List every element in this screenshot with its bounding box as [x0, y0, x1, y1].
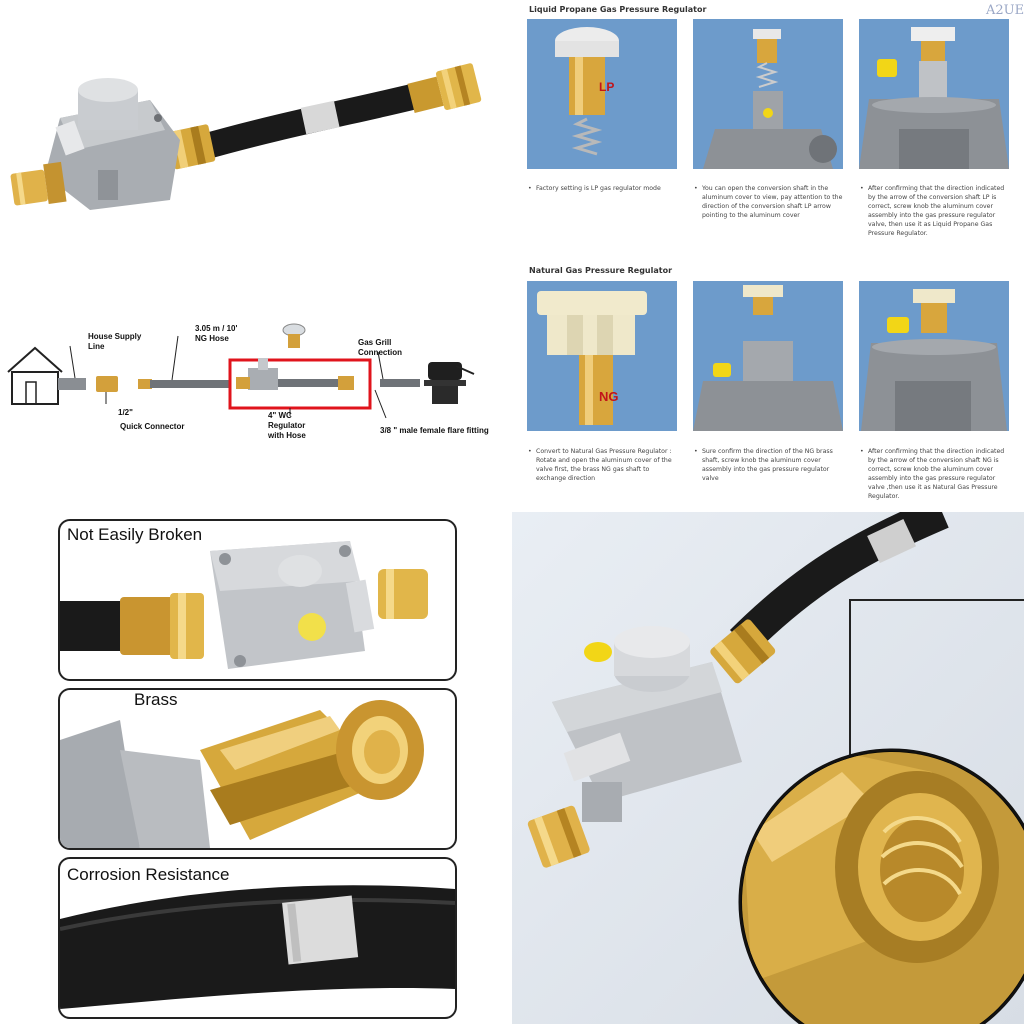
ng-caption-3: •After confirming that the direction ind…	[860, 448, 1005, 500]
ng-panel-1: NG	[527, 281, 677, 431]
ng-panel-2	[693, 281, 843, 431]
ng-caption-1: •Convert to Natural Gas Pressure Regulat…	[528, 448, 672, 482]
lp-panel-2	[693, 19, 843, 169]
hose-length-label: 3.05 m / 10' NG Hose	[195, 324, 238, 343]
product-photo	[0, 0, 512, 250]
feature-title-brass: Brass	[134, 690, 178, 709]
lp-panel-1: LP	[527, 19, 677, 169]
ng-section-title: Natural Gas Pressure Regulator	[529, 266, 673, 275]
ng-panel-3	[859, 281, 1009, 431]
quick-connector-label: Quick Connector	[120, 422, 185, 431]
feature-box-corrosion: Corrosion Resistance	[58, 857, 457, 1019]
feature-title-durable: Not Easily Broken	[67, 525, 203, 544]
lp-caption-3: •After confirming that the direction ind…	[860, 185, 1005, 237]
feature-title-corrosion: Corrosion Resistance	[67, 865, 230, 884]
house-supply-line-label: House Supply Line	[88, 332, 142, 351]
assembly-closeup	[512, 512, 1024, 1024]
lp-caption-2: •You can open the conversion shaft in th…	[694, 185, 843, 219]
half-inch-label: 1/2"	[118, 408, 133, 417]
ng-caption-2: •Sure confirm the direction of the NG br…	[694, 448, 833, 482]
installation-diagram: House Supply Line 3.05 m / 10' NG Hose G…	[0, 300, 512, 450]
regulator-label: 4" WC Regulator with Hose	[268, 411, 306, 440]
watermark: A2UE	[986, 3, 1024, 18]
ng-shaft-text: NG	[599, 389, 619, 404]
flare-fitting-label: 3/8 " male female flare fitting	[380, 426, 489, 435]
lp-section-title: Liquid Propane Gas Pressure Regulator	[529, 5, 707, 14]
lp-shaft-text: LP	[599, 80, 614, 94]
feature-box-brass: Brass	[58, 688, 457, 850]
feature-box-durable: Not Easily Broken	[58, 519, 457, 681]
lp-caption-1: •Factory setting is LP gas regulator mod…	[528, 185, 661, 192]
gas-grill-connection-label: Gas Grill Connection	[358, 338, 402, 357]
lp-panel-3	[859, 19, 1009, 169]
